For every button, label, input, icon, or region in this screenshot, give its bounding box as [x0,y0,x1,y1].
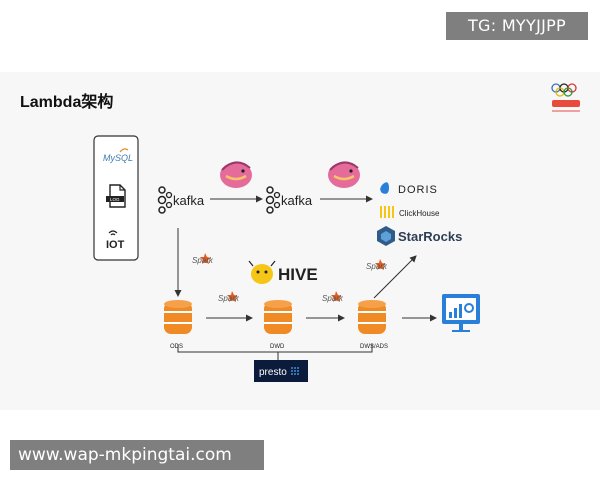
svg-text:StarRocks: StarRocks [398,229,462,244]
olympic-rings-logo [551,83,580,112]
iot-icon: IOT [106,230,125,251]
arrow-dws-to-olap [373,255,417,299]
svg-text:DORIS: DORIS [398,184,438,196]
dws-ads-label: DWS/ADS [360,344,388,350]
slide: Lambda架构 MySQL LOG [0,72,600,410]
spark-logo-3: Spark [322,291,344,303]
flink-squirrel-icon-2 [328,161,360,188]
hive-logo: HIVE [248,260,318,284]
svg-text:MySQL: MySQL [103,153,133,163]
kafka-node-1: kafka [157,186,205,214]
svg-text:presto: presto [259,367,287,378]
ods-storage-icon [164,300,192,334]
kafka-label-1: kafka [173,193,205,208]
dwd-label: DWD [270,344,285,350]
slide-title: Lambda架构 [20,94,114,111]
dashboard-icon [442,294,480,332]
ods-label: ODS [170,344,183,350]
watermark-badge: TG: MYYJJPP [446,12,588,40]
presto-bracket [177,344,373,360]
dws-storage-icon [358,300,386,334]
svg-text:IOT: IOT [106,239,125,251]
clickhouse-logo: ClickHouse [380,206,440,218]
kafka-label-2: kafka [281,193,313,208]
spark-logo-1: Spark [192,253,214,265]
svg-text:Spark: Spark [366,262,388,271]
svg-text:ClickHouse: ClickHouse [399,209,440,218]
kafka-node-2: kafka [265,186,313,214]
spark-logo-4: Spark [366,259,388,271]
log-file-icon: LOG [106,184,126,208]
svg-text:Spark: Spark [192,256,214,265]
mysql-icon: MySQL [103,148,133,163]
spark-logo-2: Spark [218,291,240,303]
doris-logo: DORIS [380,182,438,196]
footer-url-badge[interactable]: www.wap-mkpingtai.com [10,440,264,470]
svg-text:HIVE: HIVE [278,265,318,284]
svg-text:Spark: Spark [322,294,344,303]
dwd-storage-icon [264,300,292,334]
architecture-diagram: MySQL LOG IOT kafka [93,83,580,382]
svg-text:Spark: Spark [218,294,240,303]
flink-squirrel-icon-1 [220,161,252,188]
starrocks-logo: StarRocks [377,226,462,246]
presto-logo: presto [254,360,308,382]
svg-text:LOG: LOG [110,197,120,202]
